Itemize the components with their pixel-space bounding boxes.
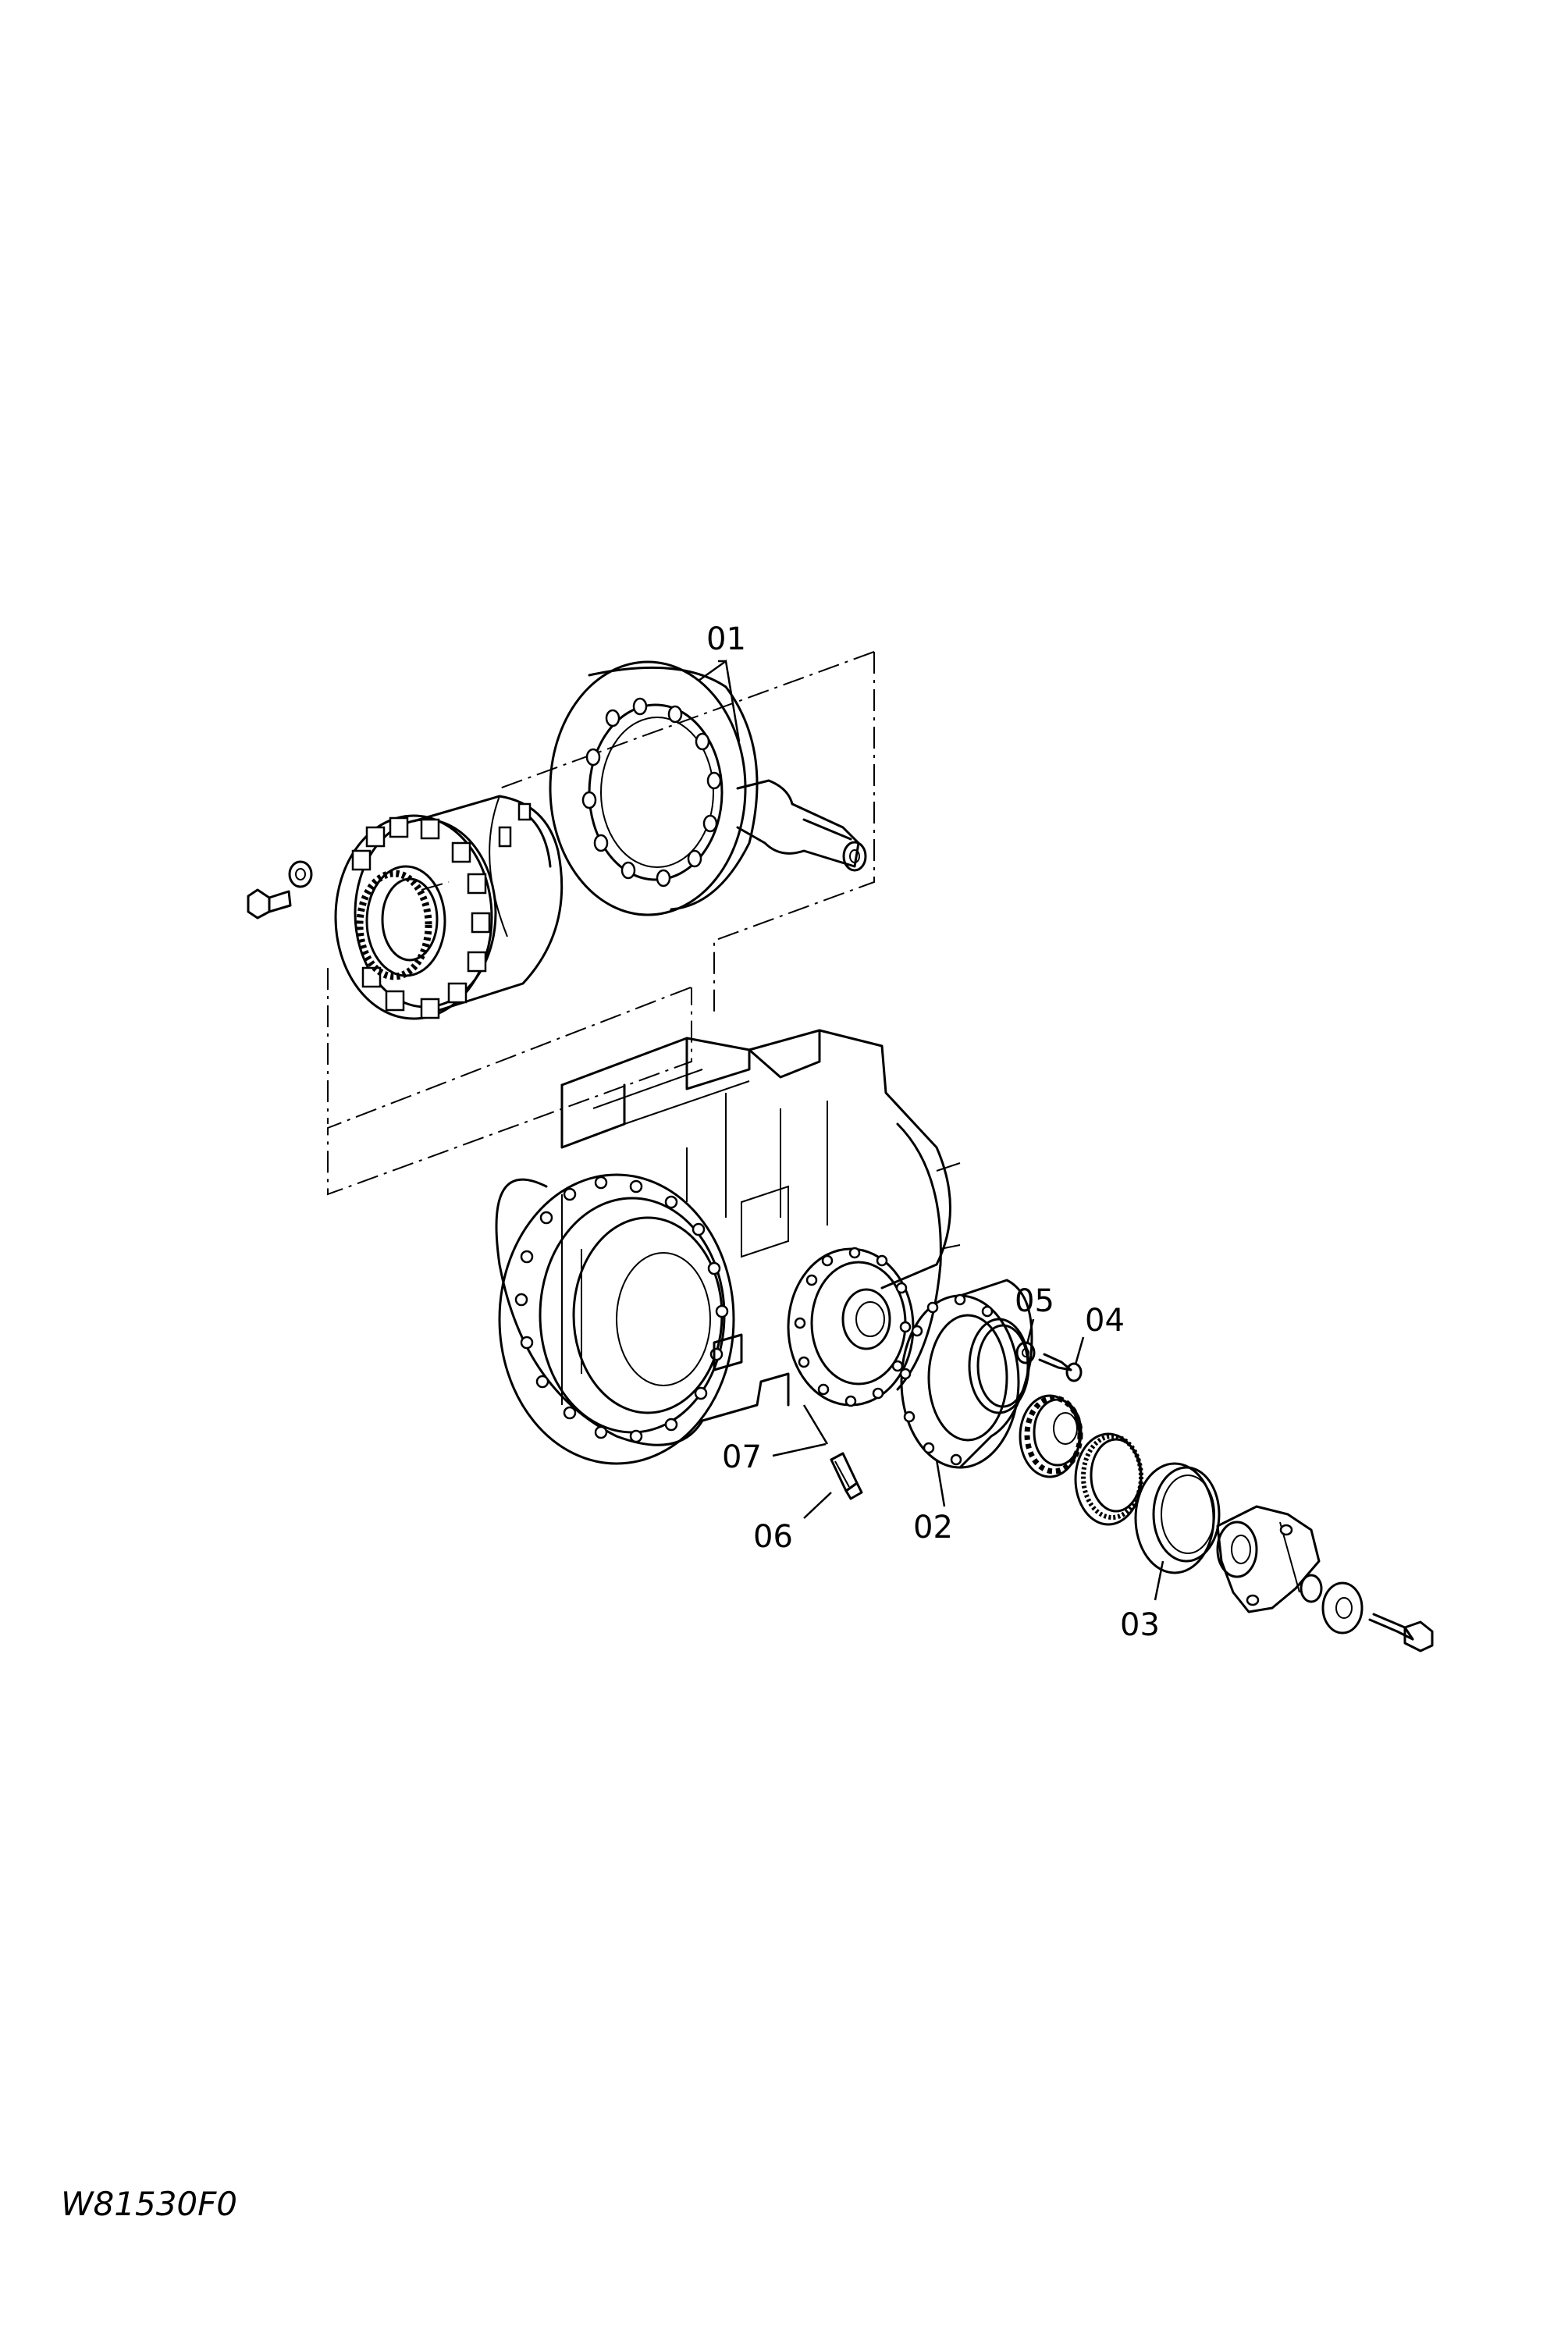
plug-06 [830,1452,863,1500]
ring-gear [549,660,759,916]
differential-case [334,795,564,1020]
callout-07: 07 [722,1439,762,1475]
assembly-guide-lines [327,651,875,1196]
o-ring [1300,1574,1323,1603]
callout-05: 05 [1015,1283,1054,1319]
callout-06: 06 [753,1519,793,1555]
pinion-shaft [736,779,867,872]
callout-02: 02 [913,1510,953,1546]
callout-01: 01 [706,621,746,657]
pinion-carrier [899,1279,1033,1469]
dust-ring [1134,1462,1221,1574]
washer-05 [1015,1341,1036,1364]
callout-03: 03 [1120,1607,1160,1643]
yoke-washer [1321,1581,1364,1635]
diff-washer [288,860,313,888]
carrier-bolt-holes [899,1293,994,1466]
oil-seal [1074,1432,1143,1526]
drawing-code: W81530F0 [61,2185,237,2223]
callout-leaders [698,659,1164,1601]
axle-housing [495,1029,961,1465]
taper-bearing [1019,1394,1083,1478]
diff-bolt [247,888,292,920]
yoke-bolt [1368,1613,1434,1652]
bolt-04 [1038,1353,1083,1382]
callout-04: 04 [1085,1303,1125,1339]
ring-gear-bolt-holes [581,697,722,888]
boss-bolt-holes [794,1247,912,1407]
flange-bolt-heads [351,816,491,1019]
housing-flange-holes [514,1176,729,1443]
yoke [1216,1505,1321,1613]
